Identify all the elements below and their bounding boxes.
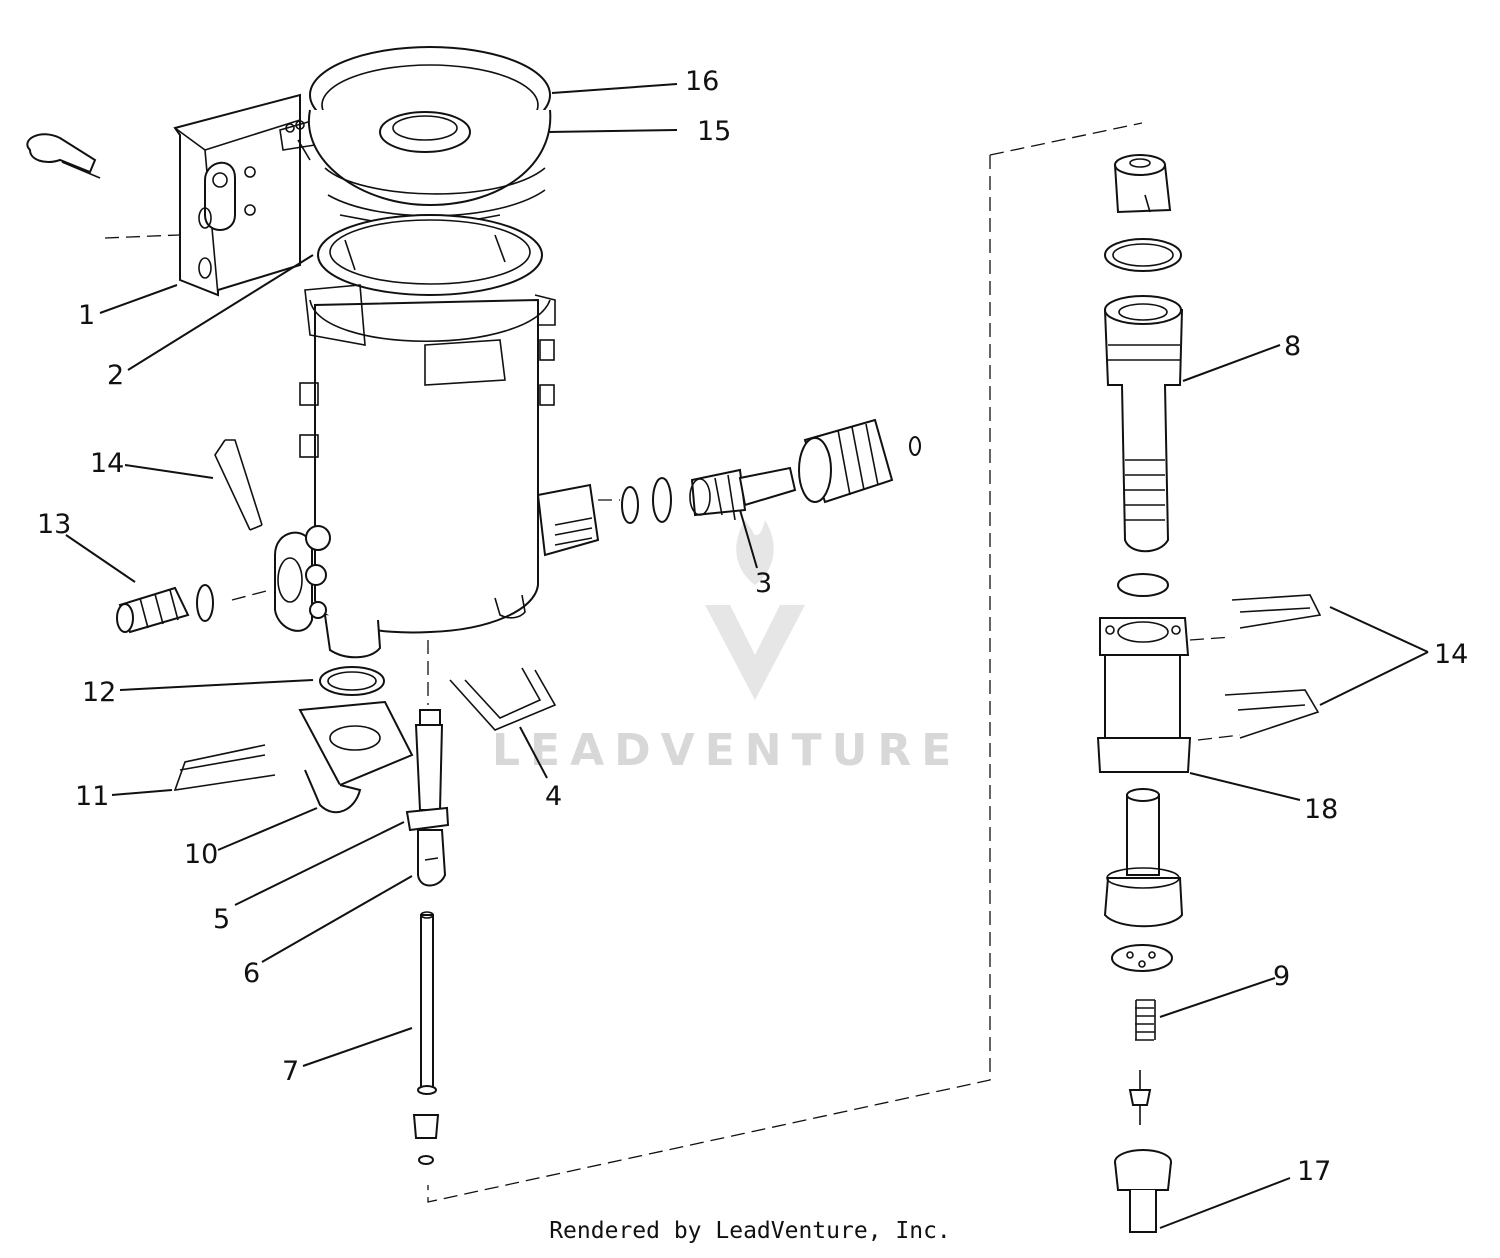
dashed-assembly-lines xyxy=(104,122,1241,1203)
callout-7: 7 xyxy=(282,1056,299,1087)
part-cotter-pin xyxy=(26,133,101,179)
watermark-text: LEADVENTURE xyxy=(492,725,961,776)
part-retaining-pin-left xyxy=(214,439,263,531)
callout-14-right: 14 xyxy=(1434,639,1468,670)
part-u-clip-right-lower xyxy=(1224,689,1320,739)
leader-lines xyxy=(65,83,1429,1229)
part-push-rod xyxy=(412,911,440,1165)
callout-8: 8 xyxy=(1284,331,1301,362)
part-valve-rod xyxy=(405,709,450,887)
part-upper-collet xyxy=(1104,154,1182,272)
part-manifold-block xyxy=(1096,617,1192,773)
part-knurled-knob xyxy=(798,418,921,504)
part-mounting-bracket xyxy=(173,93,301,297)
part-o-ring-lower xyxy=(319,666,385,696)
callout-3: 3 xyxy=(755,568,772,599)
callout-15: 15 xyxy=(697,116,731,147)
callout-2: 2 xyxy=(107,360,124,391)
callout-12: 12 xyxy=(82,677,116,708)
part-spring xyxy=(1135,999,1156,1041)
leadventure-watermark-logo: LEADVENTURE xyxy=(492,520,961,776)
part-filter-housing xyxy=(274,284,600,659)
part-u-clip-lower xyxy=(449,667,557,731)
footer-credit: Rendered by LeadVenture, Inc. xyxy=(549,1218,951,1244)
part-u-clip-side xyxy=(173,744,276,791)
part-elbow-block xyxy=(298,700,414,814)
part-bottom-fitting xyxy=(1114,1149,1172,1233)
part-valve-body xyxy=(1103,295,1184,597)
part-seal-ring xyxy=(317,214,543,296)
callout-11: 11 xyxy=(75,781,109,812)
part-piston xyxy=(1103,788,1184,972)
callout-13: 13 xyxy=(37,509,71,540)
callout-9: 9 xyxy=(1273,961,1290,992)
part-valve-stem xyxy=(621,466,797,524)
part-drain-plug xyxy=(116,584,214,634)
callout-4: 4 xyxy=(545,781,562,812)
callout-17: 17 xyxy=(1297,1156,1331,1187)
part-needle-valve xyxy=(1128,1070,1152,1125)
callout-labels: 1 2 3 4 5 6 7 8 9 10 11 12 13 14 14 15 1… xyxy=(37,66,1468,1187)
callout-16: 16 xyxy=(685,66,719,97)
callout-10: 10 xyxy=(184,839,218,870)
callout-1: 1 xyxy=(78,300,95,331)
part-u-clip-right-upper xyxy=(1231,594,1322,629)
callout-14-left: 14 xyxy=(90,448,124,479)
part-top-cap xyxy=(307,109,552,231)
callout-18: 18 xyxy=(1304,794,1338,825)
callout-5: 5 xyxy=(213,904,230,935)
callout-6: 6 xyxy=(243,958,260,989)
